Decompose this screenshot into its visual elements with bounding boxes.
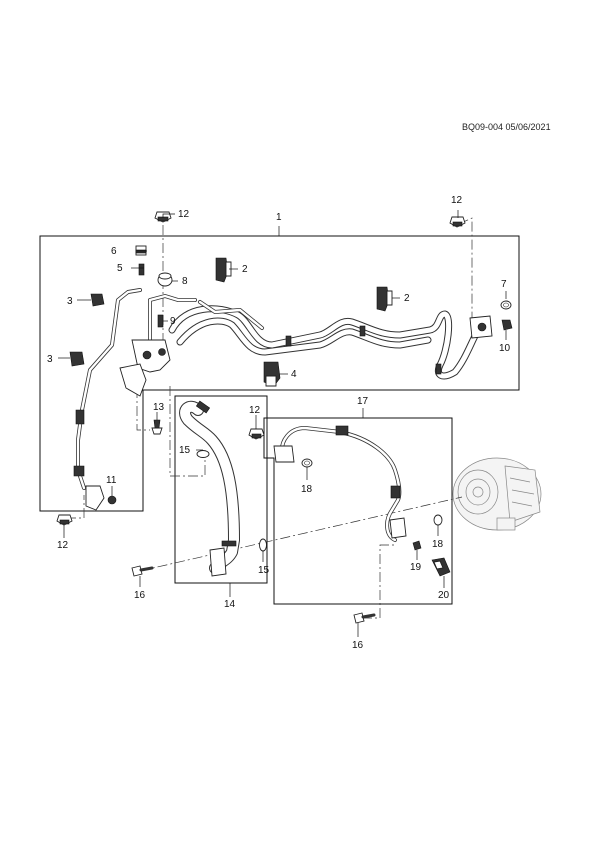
callout-8: 8 [182, 276, 188, 287]
callout-12-left: 12 [57, 540, 69, 551]
bracket-4 [263, 361, 281, 387]
nut-12-right [449, 216, 466, 228]
valve-core-9 [157, 314, 164, 328]
hose-17 [273, 425, 407, 542]
group-frame-1 [39, 235, 520, 512]
o-ring-7 [500, 300, 512, 310]
callout-12-middle: 12 [249, 405, 261, 416]
center-line-bolt-16 [362, 544, 395, 619]
fitting-13 [151, 419, 163, 435]
callout-18-left: 18 [301, 484, 313, 495]
o-ring-18-right [433, 514, 443, 526]
cap-6 [135, 245, 147, 256]
center-line-nut-12-right [458, 217, 473, 325]
valve-core-5 [138, 263, 145, 276]
callout-1: 1 [276, 212, 282, 223]
ac-compressor [452, 457, 542, 531]
center-line-assembly [139, 496, 463, 572]
nut-10 [501, 319, 513, 331]
group-frame-17 [263, 417, 453, 605]
clip-2-left [215, 257, 232, 283]
cap-8 [157, 272, 173, 287]
o-ring-15-upper [196, 450, 210, 458]
callout-11: 11 [106, 475, 117, 486]
callout-2-left: 2 [242, 264, 248, 275]
callout-labels: 1 12 12 6 5 8 2 2 3 9 7 10 3 4 13 12 17 … [47, 195, 511, 651]
callout-16-bottom: 16 [352, 640, 364, 651]
callout-17: 17 [357, 396, 369, 407]
clip-3-lower [69, 351, 85, 367]
callout-18-right: 18 [432, 539, 444, 550]
callout-6: 6 [111, 246, 117, 257]
leader-lines [58, 210, 507, 637]
bolt-16-bottom [353, 612, 376, 624]
nut-12-middle [248, 428, 265, 440]
callout-5: 5 [117, 263, 123, 274]
center-line-nut-12-left [66, 495, 85, 519]
callout-16-left: 16 [134, 590, 146, 601]
callout-12-top: 12 [178, 209, 190, 220]
hose-14 [179, 400, 240, 577]
bolt-16-left [131, 565, 154, 577]
callout-10: 10 [499, 343, 511, 354]
pipe-assembly-1 [73, 288, 493, 511]
callout-15-lower: 15 [258, 565, 270, 576]
callout-20: 20 [438, 590, 450, 601]
callout-15-upper: 15 [179, 445, 191, 456]
callout-7: 7 [501, 279, 507, 290]
nut-12-left [56, 514, 73, 526]
group-frame-14 [174, 395, 268, 584]
o-ring-11 [107, 495, 117, 505]
clip-2-right [376, 286, 393, 312]
callout-12-right: 12 [451, 195, 463, 206]
center-line-hose-14 [169, 386, 206, 477]
callout-3-lower: 3 [47, 354, 53, 365]
callout-19: 19 [410, 562, 422, 573]
callout-3-upper: 3 [67, 296, 73, 307]
o-ring-15-lower [259, 538, 267, 552]
callout-13: 13 [153, 402, 165, 413]
clip-3-upper [90, 293, 105, 307]
valve-19 [412, 540, 422, 551]
o-ring-18-left [301, 458, 313, 468]
pressure-switch-20 [431, 557, 451, 577]
center-line-fitting-13 [136, 388, 150, 431]
callout-4: 4 [291, 369, 297, 380]
callout-2-right: 2 [404, 293, 410, 304]
document-reference: BQ09-004 05/06/2021 [462, 122, 551, 132]
callout-9: 9 [170, 316, 176, 327]
callout-14: 14 [224, 599, 236, 610]
